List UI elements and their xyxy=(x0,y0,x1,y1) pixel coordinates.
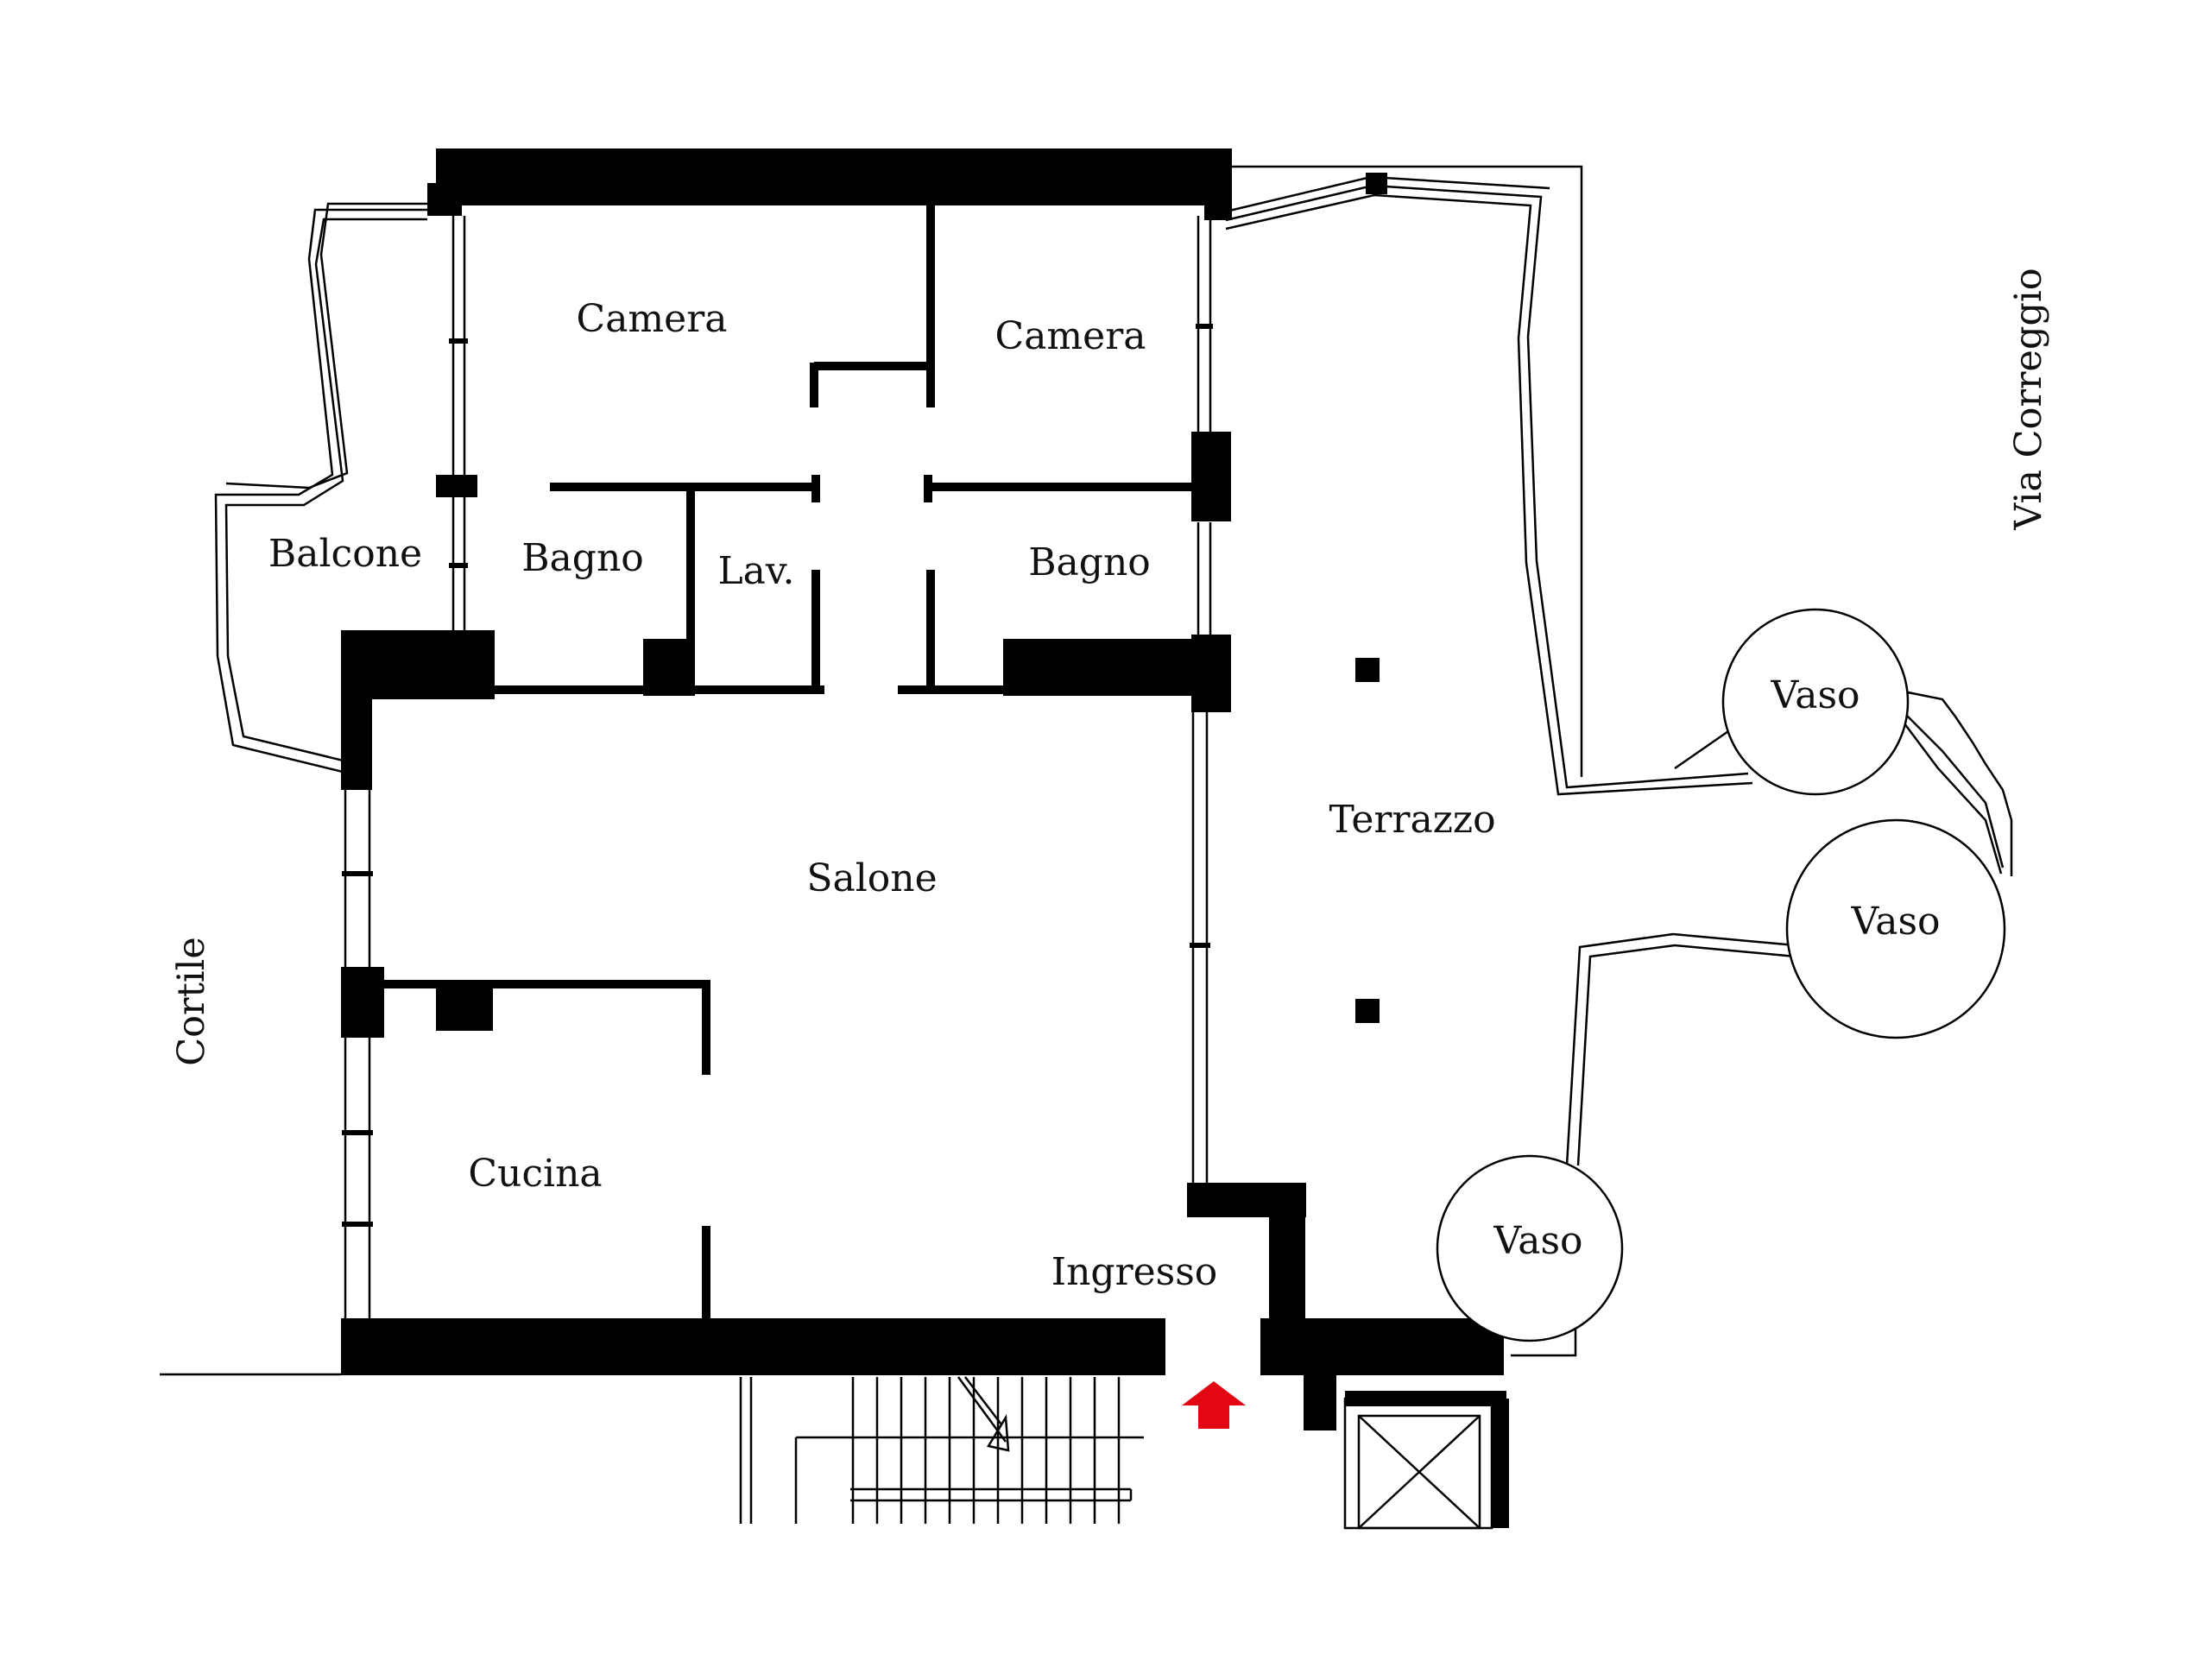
staircase xyxy=(739,1376,1144,1524)
room-label-bagno-left: Bagno xyxy=(521,536,644,580)
courtyard-label: Cortile xyxy=(170,937,213,1066)
room-label-ingresso: Ingresso xyxy=(1051,1250,1218,1294)
room-labels: Camera Camera Balcone Bagno Lav. Bagno S… xyxy=(268,297,1496,1294)
planter-3 xyxy=(1436,1154,1624,1342)
windows xyxy=(160,216,1213,1376)
terrace-railing xyxy=(214,165,2013,1357)
interior-walls xyxy=(380,204,1191,1321)
room-label-lav: Lav. xyxy=(717,549,794,593)
walls xyxy=(341,148,1509,1528)
planter-label-3: Vaso xyxy=(1493,1219,1582,1263)
room-label-camera-left: Camera xyxy=(577,297,728,341)
street-label: Via Correggio xyxy=(2007,268,2050,530)
room-label-bagno-right: Bagno xyxy=(1028,540,1151,584)
planter-label-1: Vaso xyxy=(1770,673,1860,717)
room-label-camera-right: Camera xyxy=(995,314,1146,358)
room-label-balcone: Balcone xyxy=(268,532,422,576)
planter-2 xyxy=(1785,818,2006,1039)
planter-labels: Vaso Vaso Vaso xyxy=(1493,673,1940,1263)
planter-label-2: Vaso xyxy=(1850,900,1940,944)
planter-1 xyxy=(1721,608,1910,796)
elevator-cross-icon xyxy=(1343,1391,1506,1530)
planters xyxy=(1436,608,2006,1342)
room-label-terrazzo: Terrazzo xyxy=(1329,798,1495,842)
room-label-salone: Salone xyxy=(806,856,937,900)
arrow-up-icon xyxy=(1182,1381,1246,1429)
room-label-cucina: Cucina xyxy=(468,1152,602,1196)
